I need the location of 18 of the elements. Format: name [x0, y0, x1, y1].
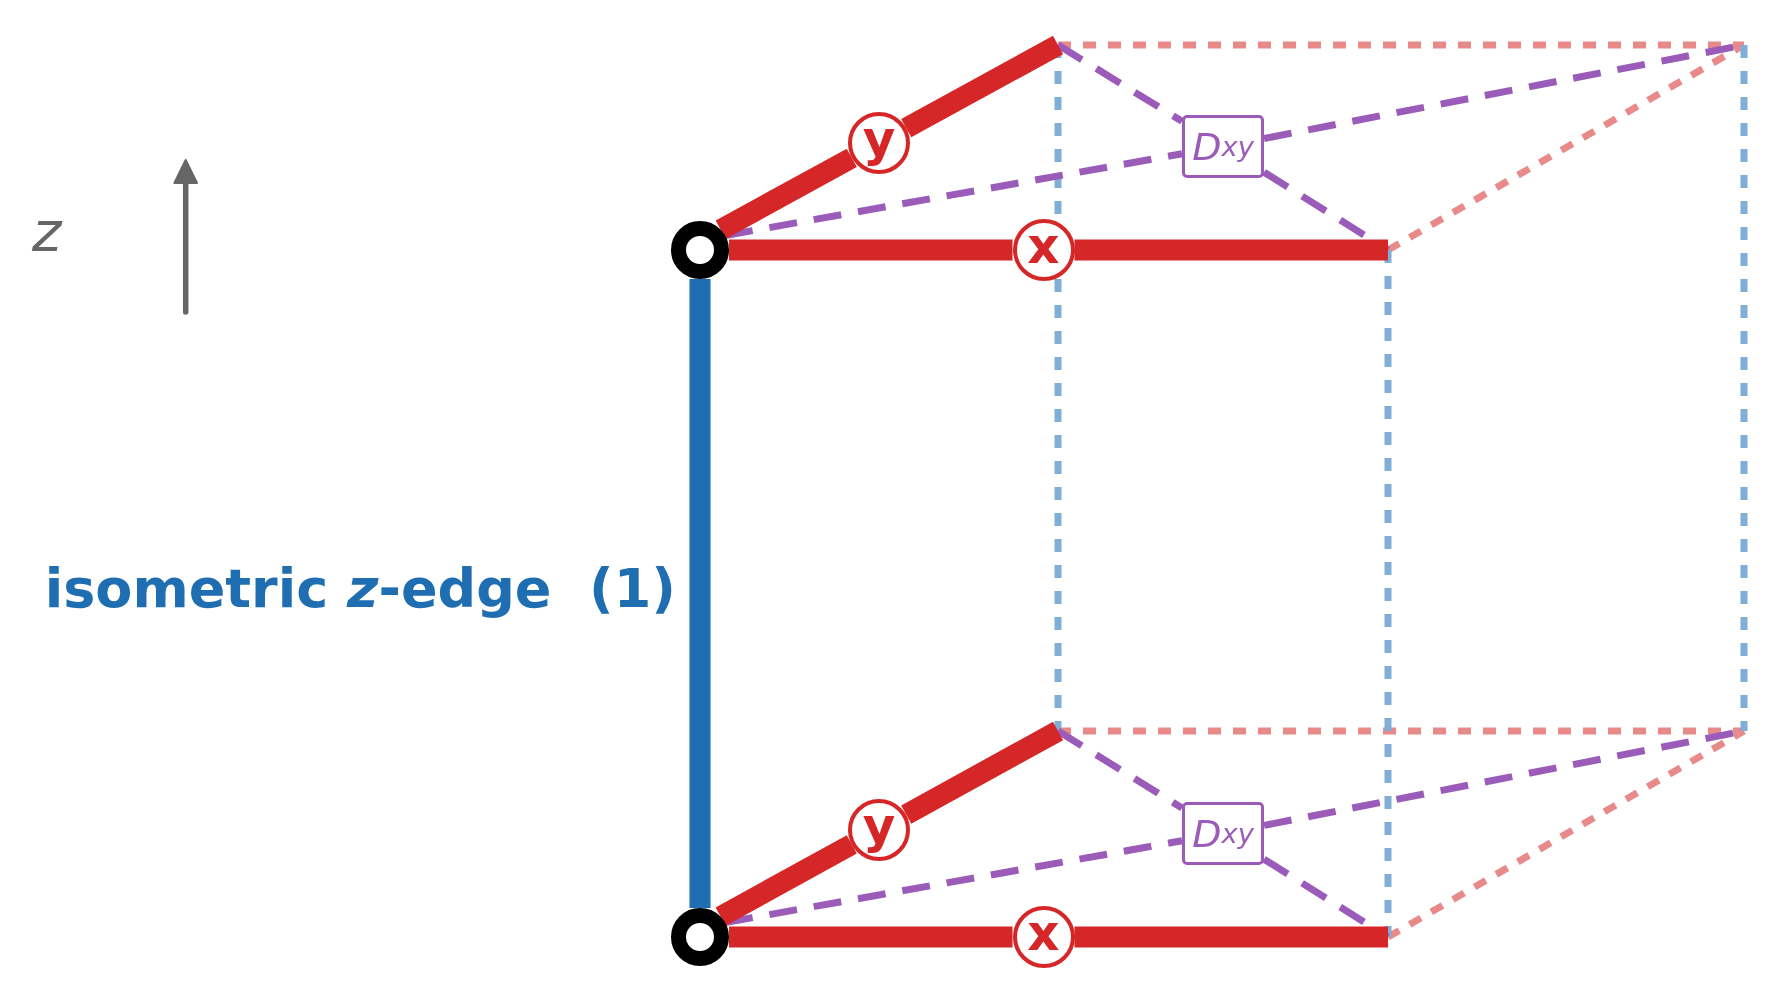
axis-label: z	[32, 204, 62, 260]
solid-line	[715, 835, 857, 926]
dashed-line	[1056, 42, 1184, 125]
solid-line	[901, 721, 1064, 824]
solid-line	[901, 35, 1064, 138]
solid-line	[729, 926, 1013, 948]
solid-line	[729, 239, 1013, 261]
dashed-line	[1056, 728, 1184, 811]
solid-line	[715, 148, 857, 239]
ring-icon	[671, 908, 729, 966]
circled-letter: y	[848, 798, 910, 861]
ring-icon	[671, 221, 729, 279]
solid-line	[689, 279, 711, 908]
circled-letter: x	[1012, 219, 1075, 281]
circled-letter: y	[848, 112, 910, 174]
solid-line	[1074, 239, 1388, 261]
solid-line	[1074, 926, 1388, 948]
circled-letter: x	[1012, 906, 1075, 968]
